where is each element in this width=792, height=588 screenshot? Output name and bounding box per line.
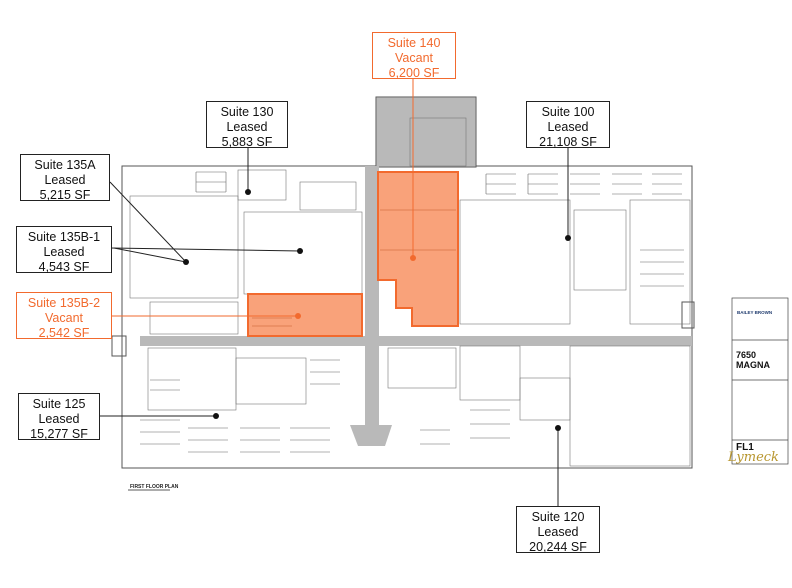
suite-status: Leased bbox=[43, 245, 85, 259]
suite-size: 5,215 SF bbox=[39, 188, 91, 202]
suite-size: 20,244 SF bbox=[529, 540, 587, 554]
architect-signature: Lymeck bbox=[728, 450, 779, 465]
suite-135a-callout: Suite 135A Leased 5,215 SF bbox=[20, 154, 110, 202]
suite-name: Suite 135B-2 bbox=[27, 296, 101, 310]
project-name: 7650 MAGNA bbox=[736, 350, 770, 370]
suite-size: 5,883 SF bbox=[221, 135, 273, 149]
project-line-2: MAGNA bbox=[736, 360, 770, 370]
leader-lines bbox=[100, 79, 569, 506]
suite-status: Vacant bbox=[395, 51, 433, 65]
suite-135b-1-callout: Suite 135B-1 Leased 4,543 SF bbox=[16, 226, 112, 274]
suite-135b-2-callout: Suite 135B-2 Vacant 2,542 SF bbox=[16, 292, 112, 340]
suite-125-callout: Suite 125 Leased 15,277 SF bbox=[18, 393, 100, 441]
suite-status: Leased bbox=[547, 120, 589, 134]
title-block-frame bbox=[731, 297, 789, 465]
suite-name: Suite 140 bbox=[387, 36, 441, 50]
pin-dots bbox=[183, 189, 571, 431]
suite-name: Suite 130 bbox=[220, 105, 274, 119]
suite-140-area bbox=[377, 171, 459, 327]
brand-logo: BAILEY BROWN bbox=[737, 310, 773, 315]
workstations bbox=[140, 171, 684, 453]
suite-size: 2,542 SF bbox=[38, 326, 90, 340]
suite-status: Leased bbox=[537, 525, 579, 539]
common-core bbox=[375, 96, 477, 168]
suite-100-callout: Suite 100 Leased 21,108 SF bbox=[526, 101, 610, 149]
suite-size: 6,200 SF bbox=[388, 66, 440, 80]
suite-size: 4,543 SF bbox=[38, 260, 90, 274]
suite-135b-2-area bbox=[247, 293, 363, 337]
suite-status: Vacant bbox=[45, 311, 83, 325]
suite-size: 21,108 SF bbox=[539, 135, 597, 149]
suite-status: Leased bbox=[38, 412, 80, 426]
suite-name: Suite 135A bbox=[34, 158, 96, 172]
room-detail bbox=[129, 117, 691, 467]
suite-status: Leased bbox=[226, 120, 268, 134]
suite-size: 15,277 SF bbox=[30, 427, 88, 441]
sheet-number: FL1 bbox=[736, 442, 754, 453]
suite-130-callout: Suite 130 Leased 5,883 SF bbox=[206, 101, 288, 149]
suite-status: Leased bbox=[44, 173, 86, 187]
suite-name: Suite 135B-1 bbox=[27, 230, 101, 244]
suite-140-callout: Suite 140 Vacant 6,200 SF bbox=[372, 32, 456, 80]
suite-name: Suite 120 bbox=[531, 510, 585, 524]
suite-name: Suite 125 bbox=[32, 397, 86, 411]
plan-title: FIRST FLOOR PLAN bbox=[130, 484, 179, 490]
project-line-1: 7650 bbox=[736, 350, 757, 360]
corridor bbox=[140, 166, 692, 446]
title-block: BAILEY BROWN 7650 MAGNA FL1 bbox=[734, 300, 786, 462]
suite-120-callout: Suite 120 Leased 20,244 SF bbox=[516, 506, 600, 554]
suite-name: Suite 100 bbox=[541, 105, 595, 119]
